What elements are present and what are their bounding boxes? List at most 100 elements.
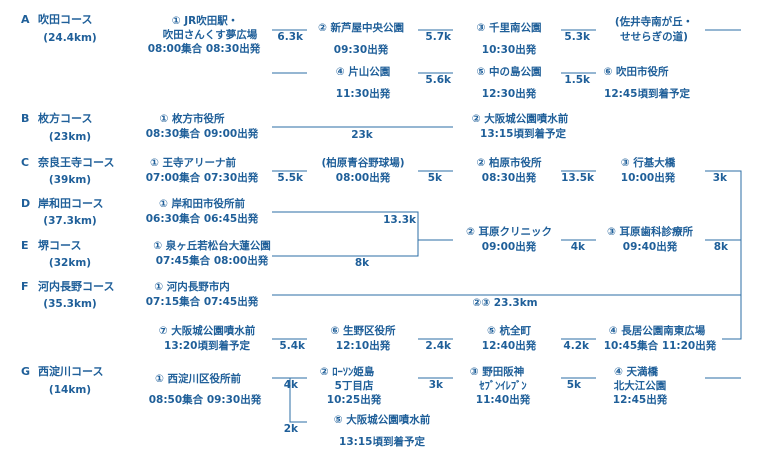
course-a-name: 吹田コース [38, 13, 93, 26]
course-g-p3-time: 11:40出発 [475, 394, 531, 406]
course-f-seg6: 2.4k [425, 340, 451, 352]
course-b-start-name: ① 枚方市役所 [159, 113, 225, 125]
course-a-seg5: 1.5k [564, 74, 590, 86]
course-g-p4-name-2: 北大江公園 [613, 380, 667, 392]
course-g-p5-name: ⑤ 大阪城公園噴水前 [333, 414, 431, 426]
course-g-p3-name-2: ｾﾌﾞﾝｲﾚﾌﾞﾝ [479, 380, 527, 392]
course-f-seg7: 5.4k [279, 340, 305, 352]
course-f-p7-name: ⑦ 大阪城公園噴水前 [158, 325, 256, 337]
course-g-seg3: 5k [566, 379, 581, 391]
course-d-start-name: ① 岸和田市役所前 [158, 198, 246, 210]
course-a-seg3: 5.3k [564, 31, 590, 43]
course-f-seg1: ②③ 23.3km [472, 297, 538, 309]
course-f-distance: (35.3km) [43, 298, 97, 310]
course-a-seg4: 5.6k [425, 74, 451, 86]
course-b-end-time: 13:15頃到着予定 [480, 128, 566, 140]
course-g-p4-name: ④ 天満橋 [613, 366, 659, 378]
course-g-seg2: 3k [428, 379, 443, 391]
course-b-id: B [21, 112, 30, 125]
course-a-id: A [21, 13, 30, 26]
course-g-p3-name: ③ 野田阪神 [469, 366, 525, 378]
course-a-p4-name: ④ 片山公園 [335, 66, 391, 78]
course-d-name: 岸和田コース [38, 197, 104, 210]
course-f-p6-name: ⑥ 生野区役所 [330, 325, 396, 337]
course-a-seg2: 5.7k [425, 31, 451, 43]
course-f-p4-name: ④ 長居公園南東広場 [608, 325, 706, 337]
course-g-p2-time: 10:25出発 [326, 394, 382, 406]
course-a-p-mid-name: (佐井寺南が丘・ [614, 16, 694, 28]
course-f-seg5: 4.2k [563, 340, 589, 352]
course-g-p4-time: 12:45出発 [612, 394, 668, 406]
course-a-distance: (24.4km) [43, 32, 97, 44]
course-a-start-name-2: 吹田さんくす夢広場 [162, 29, 258, 41]
course-d-seg1: 13.3k [383, 214, 416, 226]
course-f-p4-time: 10:45集合 11:20出発 [603, 340, 717, 352]
course-f-p7-time: 13:20頃到着予定 [164, 340, 250, 352]
course-a-start-time: 08:00集合 08:30出発 [147, 43, 261, 55]
course-c-p2-name: ② 柏原市役所 [476, 157, 542, 169]
course-f-p6-time: 12:10出発 [335, 340, 391, 352]
route-line-c-4 [705, 170, 742, 340]
course-g-p5-time: 13:15頃到着予定 [339, 436, 425, 448]
course-c-p3-name: ③ 行基大橋 [620, 157, 676, 169]
course-c-seg4: 3k [712, 172, 727, 184]
course-a-p6-name: ⑥ 吹田市役所 [603, 66, 669, 78]
course-a-seg1: 6.3k [277, 31, 303, 43]
course-f-start-time: 07:15集合 07:45出発 [145, 296, 259, 308]
route-line-e-1 [272, 239, 453, 257]
course-e-name: 堺コース [38, 239, 82, 252]
course-a-p-mid-name-2: せせらぎの道) [620, 31, 688, 43]
route-line-d-1 [272, 211, 419, 240]
course-b-seg1: 23k [351, 129, 373, 141]
course-g-p2-name-2: 5丁目店 [334, 380, 374, 392]
course-c-p3-time: 10:00出発 [620, 172, 676, 184]
course-b-distance: (23km) [48, 131, 92, 143]
course-a-p2-time: 09:30出発 [333, 44, 389, 56]
course-f-p5-name: ⑤ 杭全町 [486, 325, 532, 337]
course-e-seg1: 8k [354, 257, 370, 269]
course-a-p6-time: 12:45頃到着予定 [604, 88, 690, 100]
course-c-p-mid-time: 08:00出発 [335, 172, 391, 184]
route-line-f-1 [272, 256, 742, 296]
course-a-p3-name: ③ 千里南公園 [476, 22, 542, 34]
course-e-start-time: 07:45集合 08:00出発 [155, 255, 269, 267]
course-a-p5-name: ⑤ 中の島公園 [476, 66, 542, 78]
course-c-seg3: 13.5k [561, 172, 594, 184]
course-c-start-time: 07:00集合 07:30出発 [145, 172, 259, 184]
course-b-start-time: 08:30集合 09:00出発 [145, 128, 259, 140]
course-g-start-name: ① 西淀川区役所前 [154, 373, 242, 385]
course-a-start-name: ① JR吹田駅・ [171, 15, 239, 27]
course-f-start-name: ① 河内長野市内 [154, 281, 230, 293]
course-g-p2-name: ② ﾛｰｿﾝ姫島 [319, 366, 375, 378]
course-g-distance: (14km) [48, 384, 92, 396]
course-g-start-time: 08:50集合 09:30出発 [148, 394, 262, 406]
course-f-id: F [21, 280, 29, 293]
course-e-seg3: 8k [713, 241, 728, 253]
course-d-id: D [21, 197, 31, 210]
course-d-distance: (37.3km) [43, 215, 97, 227]
course-a-p3-time: 10:30出発 [481, 44, 537, 56]
route-line-e-3 [705, 239, 742, 256]
course-c-start-name: ① 王寺アリーナ前 [149, 157, 237, 169]
course-b-end-name: ② 大阪城公園噴水前 [471, 113, 569, 125]
course-g-name: 西淀川コース [38, 365, 104, 378]
route-line-g-5 [289, 377, 307, 423]
course-c-p-mid-name: (柏原青谷野球場) [321, 157, 405, 169]
course-g-seg1: 4k [283, 379, 298, 391]
course-a-p5-time: 12:30出発 [481, 88, 537, 100]
course-a-p4-time: 11:30出発 [335, 88, 391, 100]
course-b-name: 枚方コース [38, 112, 93, 125]
course-g-seg4: 2k [283, 423, 298, 435]
course-d-start-time: 06:30集合 06:45出発 [145, 213, 259, 225]
course-c-id: C [21, 156, 30, 169]
course-f-name: 河内長野コース [38, 280, 115, 293]
course-c-name: 奈良王寺コース [38, 156, 115, 169]
course-c-seg1: 5.5k [277, 172, 303, 184]
course-f-p5-time: 12:40出発 [481, 340, 537, 352]
course-e-id: E [21, 239, 29, 252]
course-g-id: G [21, 365, 31, 378]
course-c-seg2: 5k [427, 172, 442, 184]
course-a-p2-name: ② 新芦屋中央公園 [317, 22, 405, 34]
course-e-p3-time: 09:40出発 [622, 241, 678, 253]
